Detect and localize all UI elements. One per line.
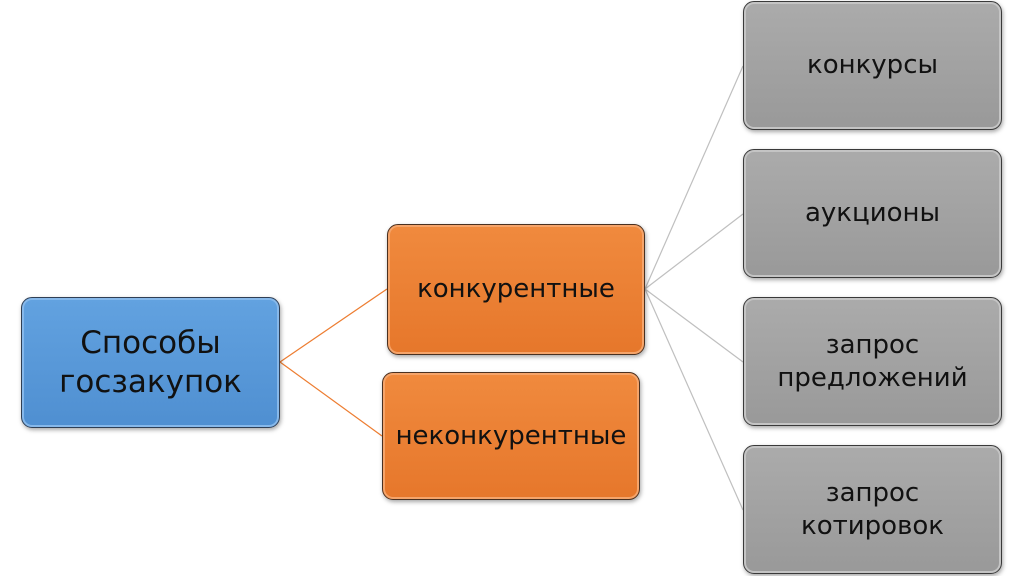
method-node-tenders: конкурсы xyxy=(743,1,1002,130)
root-node: Способы госзакупок xyxy=(21,297,280,428)
method-node-label: конкурсы xyxy=(806,50,939,81)
connector-competitive-to-method xyxy=(644,65,744,290)
method-node-auctions: аукционы xyxy=(743,149,1002,278)
method-node-label: аукционы xyxy=(804,198,941,229)
connector-root-to-noncompetitive xyxy=(279,361,383,437)
method-node-request-for-proposals: запрос предложений xyxy=(743,297,1002,426)
connector-competitive-to-method xyxy=(644,288,744,363)
method-node-label: запрос предложений xyxy=(777,330,968,393)
connector-competitive-to-method xyxy=(644,288,744,511)
category-node-label: неконкурентные xyxy=(395,420,627,451)
category-node-competitive: конкурентные xyxy=(387,224,645,355)
category-node-noncompetitive: неконкурентные xyxy=(382,372,640,500)
method-node-label: запрос котировок xyxy=(801,478,944,541)
category-node-label: конкурентные xyxy=(417,274,615,305)
method-node-request-for-quotations: запрос котировок xyxy=(743,445,1002,574)
connector-competitive-to-method xyxy=(644,213,744,290)
root-node-label: Способы госзакупок xyxy=(59,324,242,400)
connector-root-to-competitive xyxy=(279,288,388,363)
